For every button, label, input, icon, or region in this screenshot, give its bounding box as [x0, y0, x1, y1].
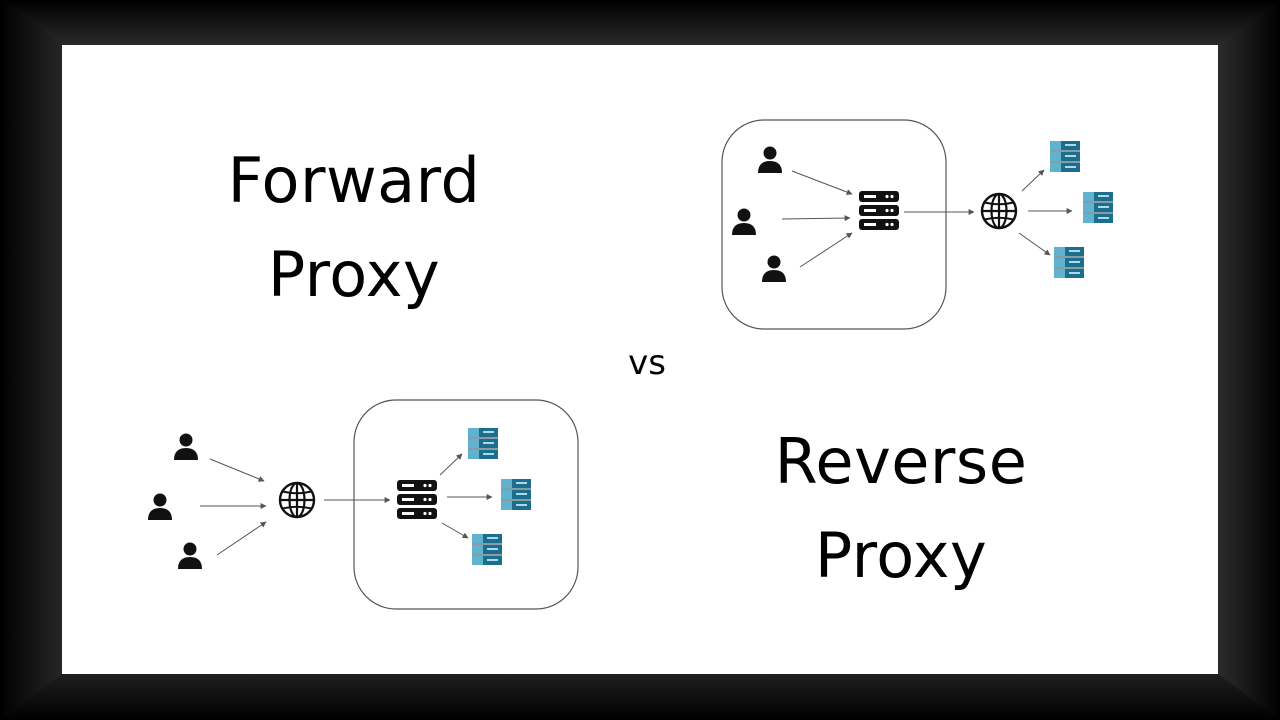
web-server-icon: [1049, 140, 1081, 173]
web-server-icon: [1053, 246, 1085, 279]
client-network-box: [721, 119, 947, 330]
client-person-icon: [762, 255, 786, 282]
proxy-diagrams: [148, 119, 1114, 610]
forward-proxy-diagram: [721, 119, 1114, 330]
internet-globe-icon: [278, 481, 316, 519]
backend-server-icon: [500, 478, 532, 511]
server-network-box: [353, 399, 579, 610]
backend-server-icon: [471, 533, 503, 566]
forward-proxy-title: Forward Proxy: [212, 134, 496, 322]
client-person-icon: [178, 542, 202, 569]
web-server-icon: [1082, 191, 1114, 224]
forward-title-line2: Proxy: [267, 238, 441, 311]
proxy-to-backend-arrow: [441, 522, 469, 539]
request-arrow: [799, 232, 853, 268]
client-person-icon: [174, 433, 198, 460]
backend-server-icon: [467, 427, 499, 460]
client-person-icon: [732, 208, 756, 235]
client-person-icon: [148, 493, 172, 520]
proxy-to-backend-arrow: [439, 453, 463, 476]
reverse-proxy-title: Reverse Proxy: [765, 415, 1037, 603]
internet-to-server-arrow: [1021, 169, 1045, 192]
request-arrow: [209, 458, 265, 482]
slide-canvas: Forward Proxy vs Reverse Proxy: [62, 45, 1218, 674]
reverse-title-line2: Proxy: [814, 519, 988, 592]
reverse-proxy-server-icon: [397, 480, 437, 519]
request-arrow: [791, 170, 853, 195]
internet-to-server-arrow: [1018, 232, 1051, 256]
reverse-title-line1: Reverse: [774, 425, 1028, 498]
forward-proxy-server-icon: [859, 191, 899, 230]
client-person-icon: [758, 146, 782, 173]
internet-globe-icon: [980, 192, 1018, 230]
vs-label: vs: [628, 343, 666, 383]
request-arrow: [781, 215, 851, 222]
forward-title-line1: Forward: [227, 144, 481, 217]
reverse-proxy-diagram: [148, 399, 579, 610]
request-arrow: [216, 521, 267, 556]
